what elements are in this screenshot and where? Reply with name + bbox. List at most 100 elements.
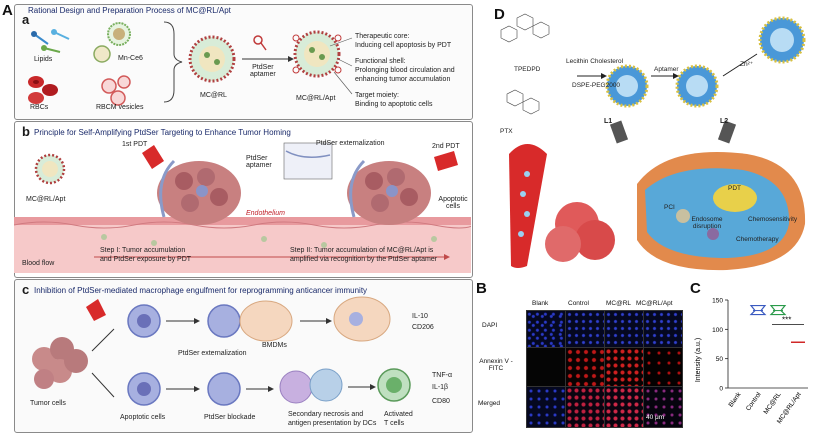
panel-letter-a: A [2, 2, 13, 19]
panel-a-title: Rational Design and Preparation Process … [28, 6, 231, 15]
step1a-label: Step I: Tumor accumulation [100, 247, 186, 254]
l1-label: L1 [604, 118, 613, 125]
pdt-d-label: PDT [728, 185, 741, 192]
target-text: Binding to apoptotic cells [355, 101, 433, 108]
np3 [758, 16, 806, 64]
y-tick-label: 50 [716, 356, 724, 363]
cd206-label: CD206 [412, 324, 434, 331]
col-blank: Blank [532, 300, 549, 307]
mnce6-label: Mn-Ce6 [118, 55, 143, 62]
img-mcrl-dapi [604, 310, 644, 348]
pdt2-label: 2nd PDT [432, 143, 460, 150]
b-externalization-label: PtdSer externalization [316, 140, 385, 147]
core-title: Therapeutic core: [355, 33, 410, 40]
img-mcrl-merged [604, 386, 644, 428]
scale-bar-label: 40 μm [646, 414, 665, 421]
dspe-label: DSPE-PEG2000 [572, 82, 621, 89]
lipids-label: Lipids [34, 56, 53, 63]
significance-label: *** [782, 316, 791, 325]
micrograph-grid: Blank Control MC@RL MC@RL/Apt DAPI Annex… [476, 300, 686, 432]
ptx-label: PTX [500, 128, 513, 135]
col-mcrl: MC@RL [606, 300, 632, 307]
panel-b-illustration [14, 142, 471, 273]
b-mcrlapt-label: MC@RL/Apt [26, 196, 66, 203]
core-text: Inducing cell apoptosis by PDT [355, 42, 452, 49]
img-mcrlapt-merged [643, 386, 683, 428]
col-mcrlapt: MC@RL/Apt [636, 300, 673, 307]
x-tick-label: MC@RL [763, 391, 783, 416]
panel-letter-b: B [476, 280, 487, 297]
d-aptamer-label: Aptamer [654, 66, 679, 73]
target-title: Target moiety: [355, 92, 399, 99]
row-merged: Merged [478, 400, 501, 407]
endosome-label: Endosome disruption [691, 216, 723, 230]
row-annexin: Annexin V -FITC [479, 358, 513, 372]
necrosis1-label: Secondary necrosis and [288, 411, 364, 418]
y-tick-label: 100 [712, 327, 723, 334]
panel-b-sub: b [22, 124, 30, 139]
b-aptamer-label: PtdSer aptamer [246, 155, 272, 169]
mcrl-particle-icon [188, 35, 236, 83]
x-tick-label: Control [745, 391, 763, 413]
big-tumor-cell [637, 152, 806, 271]
c-externalization-text: PtdSer externalization [178, 350, 247, 357]
aptamer-label: PtdSer aptamer [250, 64, 276, 78]
shell-text2: enhancing tumor accumulation [355, 76, 451, 83]
zn-label: Zn²⁺ [740, 61, 754, 68]
blockade-label: PtdSer blockade [204, 414, 256, 421]
c-externalization-label1: PtdSer externalization [178, 350, 246, 357]
endothelium-label: Endothelium [246, 210, 285, 217]
panel-c-sub: c [22, 282, 30, 297]
tpedpd-structure [500, 13, 550, 115]
step1b-label: and PtdSer exposure by PDT [100, 256, 192, 263]
panel-c-illustration [32, 296, 411, 406]
img-blank-merged [526, 386, 566, 428]
apoptotic-cell-bottom [127, 372, 161, 406]
step2a-label: Step II: Tumor accumulation of MC@RL/Apt… [290, 247, 434, 254]
x-tick-label: Blank [728, 391, 743, 409]
img-mcrlapt-fitc [643, 347, 683, 387]
activated1-label: Activated [384, 411, 413, 418]
tnf-label: TNF-α [432, 372, 452, 379]
row-dapi: DAPI [482, 322, 498, 329]
step2b-label: amplified via recognition by the PtdSer … [290, 256, 438, 263]
y-tick-label: 0 [719, 386, 723, 393]
aptamer-icon [253, 35, 267, 51]
tumor-cluster [32, 337, 88, 389]
tumor-mass-right [347, 161, 431, 225]
data-mark [749, 304, 767, 316]
img-blank-fitc [526, 347, 566, 387]
img-blank-dapi [526, 310, 566, 348]
il1b-label: IL-1β [432, 384, 449, 391]
img-control-dapi [565, 310, 605, 348]
panel-letter-d: D [494, 6, 505, 23]
chart-ylabel: Intensity (a.u.) [695, 338, 702, 382]
b-apoptotic-label: Apoptotic cells [438, 196, 468, 210]
l2-label: L2 [720, 118, 729, 125]
panel-d-illustration [500, 13, 806, 271]
il10-label: IL-10 [412, 313, 428, 320]
rbcs-label: RBCs [30, 104, 49, 111]
chart-marks [749, 304, 805, 343]
c-apoptotic-label: Apoptotic cells [120, 414, 166, 421]
chemotherapy-label: Chemotherapy [736, 236, 779, 243]
panel-c-title: Inhibition of PtdSer-mediated macrophage… [34, 286, 368, 295]
lecithin-label: Lecithin Cholesterol [566, 58, 624, 65]
mcrl-label: MC@RL [200, 92, 227, 99]
pci-label: PCI [664, 204, 675, 211]
panel-a-illustration [28, 21, 353, 106]
panel-letter-c: C [690, 280, 701, 297]
cd80-label: CD80 [432, 398, 450, 405]
lipids-icon [31, 29, 70, 53]
img-control-fitc [565, 347, 605, 387]
shell-title: Functional shell: [355, 58, 406, 65]
tumor-cells-label: Tumor cells [30, 400, 66, 407]
pdt1-label: 1st PDT [122, 141, 148, 148]
y-tick-label: 150 [712, 298, 723, 305]
rbc-icon [28, 76, 58, 104]
mcrl-apt-particle-icon [292, 30, 342, 78]
tpedpd-label: TPEDPD [514, 66, 541, 73]
apoptotic-cell-top [127, 304, 161, 338]
